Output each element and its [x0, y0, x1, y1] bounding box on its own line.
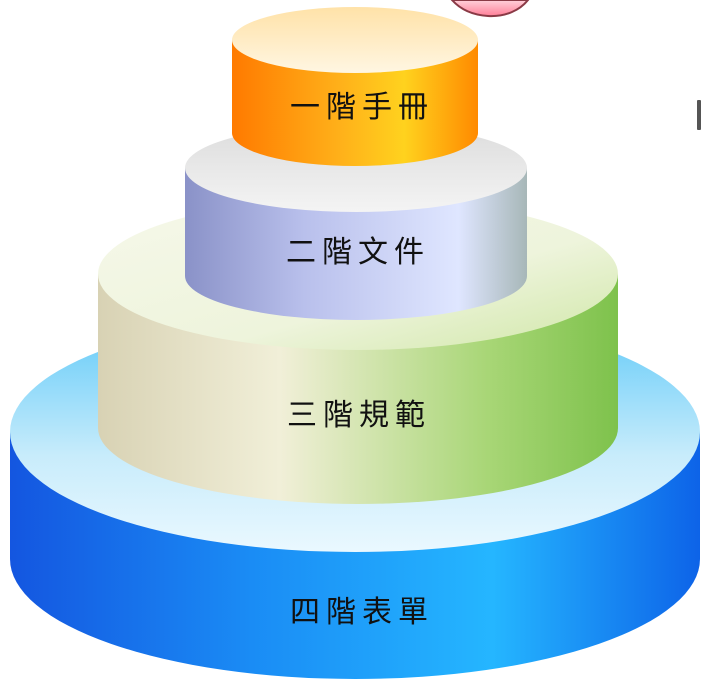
tier-1-cylinder: [232, 7, 478, 166]
pink-corner-decoration: [450, 0, 530, 18]
tier-4-label: 四階表單: [290, 595, 434, 630]
tier-2-label: 二階文件: [286, 235, 430, 270]
edge-mark: [697, 100, 701, 130]
tier-3-label: 三階規範: [287, 398, 431, 433]
tier-1-label: 一階手冊: [290, 90, 434, 125]
